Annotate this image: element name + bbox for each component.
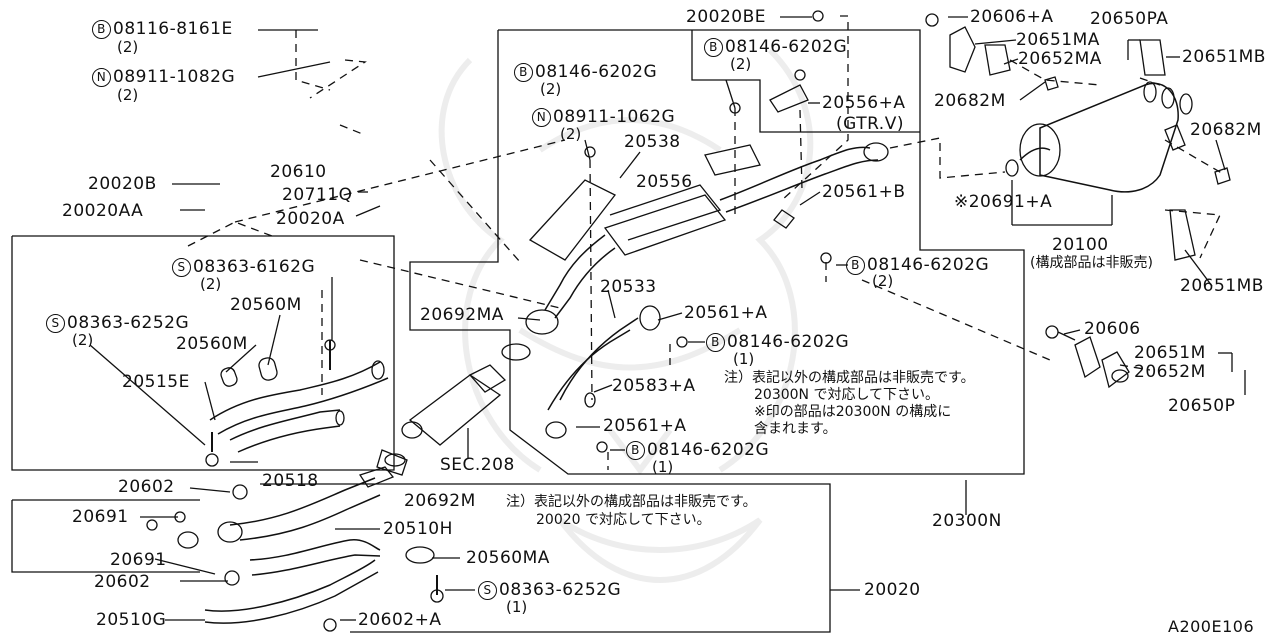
bolt-b-icon: B [514,63,533,82]
callout-20510h: 20510H [383,519,453,539]
qty-08146b: (2) [540,80,562,98]
callout-20538: 20538 [624,132,681,152]
callout-20602-a: 20602 [118,477,175,497]
rear-hanger [1045,325,1130,389]
callout-20556: 20556 [636,172,693,192]
callout-20020aa: 20020AA [62,201,144,221]
callout-20606-plus-a: 20606+A [970,7,1054,27]
callout-20100-note: (構成部品は非販売) [1030,255,1153,271]
callout-20691-b: 20691 [110,550,167,570]
callout-20510g: 20510G [96,610,167,630]
callout-20533: 20533 [600,277,657,297]
callout-20560ma: 20560MA [466,548,550,568]
qty-08911a: (2) [117,86,139,104]
note-20020-line1: 注）表記以外の構成部品は非販売です。 [506,494,757,510]
callout-20561-plus-a-2: 20561+A [603,416,687,436]
note-20300n-line3: ※印の部品は20300N の構成に [754,404,952,420]
qty-08146d: (1) [733,350,755,368]
callout-20602-b: 20602 [94,572,151,592]
callout-20651m: 20651M [1134,343,1206,363]
callout-20020: 20020 [864,580,921,600]
callout-20650pa: 20650PA [1090,9,1169,29]
diagram-code: A200E106 [1168,617,1255,636]
callout-20682m-a: 20682M [934,91,1006,111]
callout-20652m: 20652M [1134,362,1206,382]
qty-08363b: (2) [72,331,94,349]
bolt-b-icon: B [706,333,725,352]
callout-20518: 20518 [262,471,319,491]
nut-n-icon: N [532,108,551,127]
qty-08146a: (2) [730,55,752,73]
center-pipe-assembly [401,10,889,453]
group-frames [11,29,1025,633]
callout-20711q: 20711Q [282,185,353,205]
callout-gtr-v: (GTR.V) [836,114,904,134]
callout-20610: 20610 [270,162,327,182]
callout-20560m-a: 20560M [230,295,302,315]
callout-20652ma: 20652MA [1018,49,1102,69]
qty-08146c: (2) [872,272,894,290]
callout-20300n: 20300N [932,511,1002,531]
qty-08146e: (1) [652,458,674,476]
callout-20651mb-b: 20651MB [1180,276,1264,296]
dashed-lines [187,15,1226,470]
note-20300n-line4: 含まれます。 [754,421,837,437]
callout-20560m-b: 20560M [176,334,248,354]
y-pipe-assembly [146,449,444,632]
callout-20691-plus-a: ※20691+A [954,192,1053,212]
callout-20556-plus-a: 20556+A [822,93,906,113]
qty-08911b: (2) [560,125,582,143]
callout-20020be: 20020BE [686,7,766,27]
callout-20100: 20100 [1052,235,1109,255]
callout-20602-plus-a: 20602+A [358,610,442,630]
bolt-b-icon: B [704,38,723,57]
callout-20020a: 20020A [276,209,345,229]
screw-s-icon: S [478,581,497,600]
bolt-b-icon: B [92,20,111,39]
callout-20650p: 20650P [1168,396,1236,416]
callout-20020b: 20020B [88,174,157,194]
callout-20682m-b: 20682M [1190,120,1262,140]
callout-sec-208: SEC.208 [440,455,515,475]
note-20020-line2: 20020 で対応して下さい。 [536,512,711,528]
qty-08363a: (2) [200,275,222,293]
qty-08116: (2) [117,38,139,56]
callout-20692ma: 20692MA [420,305,504,325]
muffler-assembly [925,13,1231,261]
note-20300n-line1: 注）表記以外の構成部品は非販売です。 [724,370,975,386]
qty-08363c: (1) [506,598,528,616]
watermark [438,47,814,583]
callout-20606: 20606 [1084,319,1141,339]
screw-s-icon: S [172,258,191,277]
bolt-b-icon: B [626,441,645,460]
front-pipe-assembly [205,339,389,467]
note-20300n-line2: 20300N で対応して下さい。 [754,387,940,403]
nut-n-icon: N [92,68,111,87]
screw-s-icon: S [46,314,65,333]
callout-20651ma: 20651MA [1016,30,1100,50]
callout-20691-a: 20691 [72,507,129,527]
callout-20561-plus-a-1: 20561+A [684,303,768,323]
callout-20515e: 20515E [122,372,190,392]
callout-20583-plus-a: 20583+A [612,376,696,396]
bolt-b-icon: B [846,256,865,275]
callout-20561-plus-b: 20561+B [822,182,906,202]
callout-20692m: 20692M [404,491,476,511]
callout-20651mb-a: 20651MB [1182,47,1266,67]
